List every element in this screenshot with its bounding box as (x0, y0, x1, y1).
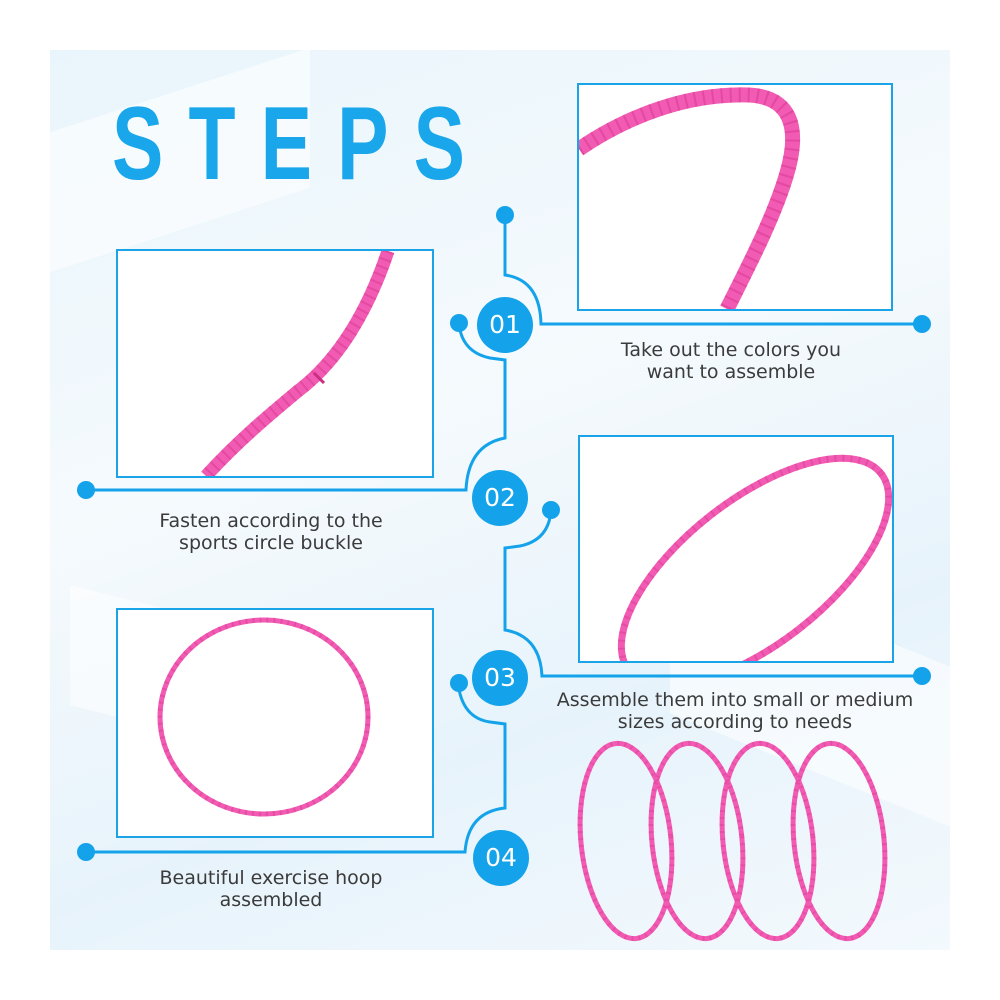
connector-line-02 (84, 322, 507, 492)
step-badge-02: 02 (472, 470, 528, 526)
step-02-caption: Fasten according to the sports circle bu… (106, 510, 436, 554)
step-04-caption: Beautiful exercise hoop assembled (106, 867, 436, 911)
hoop-complete-image (157, 617, 371, 817)
connector-line-03 (503, 508, 924, 678)
connector-line-01 (503, 213, 924, 326)
connector-dot (77, 481, 95, 499)
caption-line: Fasten according to the (159, 510, 383, 532)
connector-dot (913, 315, 931, 333)
hoop-ring (648, 740, 746, 942)
connector-dot (450, 314, 468, 332)
caption-line: assembled (219, 889, 323, 911)
step-badge-01: 01 (477, 297, 533, 353)
hoop-buckle-image (201, 251, 395, 476)
hoop-ring (719, 740, 817, 942)
hoop-medium-image (617, 454, 892, 661)
page-title: STEPS (112, 86, 491, 202)
caption-line: Beautiful exercise hoop (159, 867, 383, 889)
connector-dot (913, 667, 931, 685)
connector-dot (450, 674, 468, 692)
caption-line: Take out the colors you (620, 339, 842, 361)
step-03-caption: Assemble them into small or medium sizes… (530, 689, 940, 733)
step-01-caption: Take out the colors you want to assemble (566, 339, 896, 383)
step-badge-03: 03 (472, 650, 528, 706)
step-04-photo (116, 608, 434, 838)
step-03-photo (578, 435, 894, 663)
connector-dot (496, 206, 514, 224)
caption-line: sports circle buckle (179, 532, 363, 554)
caption-line: want to assemble (646, 361, 816, 383)
four-hoops-image (577, 740, 888, 942)
hoop-ring (790, 740, 888, 942)
step-02-photo (116, 249, 434, 478)
step-01-photo (577, 83, 893, 311)
hoop-ring (577, 740, 675, 942)
step-badge-04: 04 (473, 830, 529, 886)
hoop-arc-image (579, 87, 801, 309)
connector-line-04 (84, 681, 507, 854)
connector-dot (77, 843, 95, 861)
connector-dot (542, 501, 560, 519)
caption-line: Assemble them into small or medium (556, 689, 914, 711)
caption-line: sizes according to needs (617, 711, 853, 733)
